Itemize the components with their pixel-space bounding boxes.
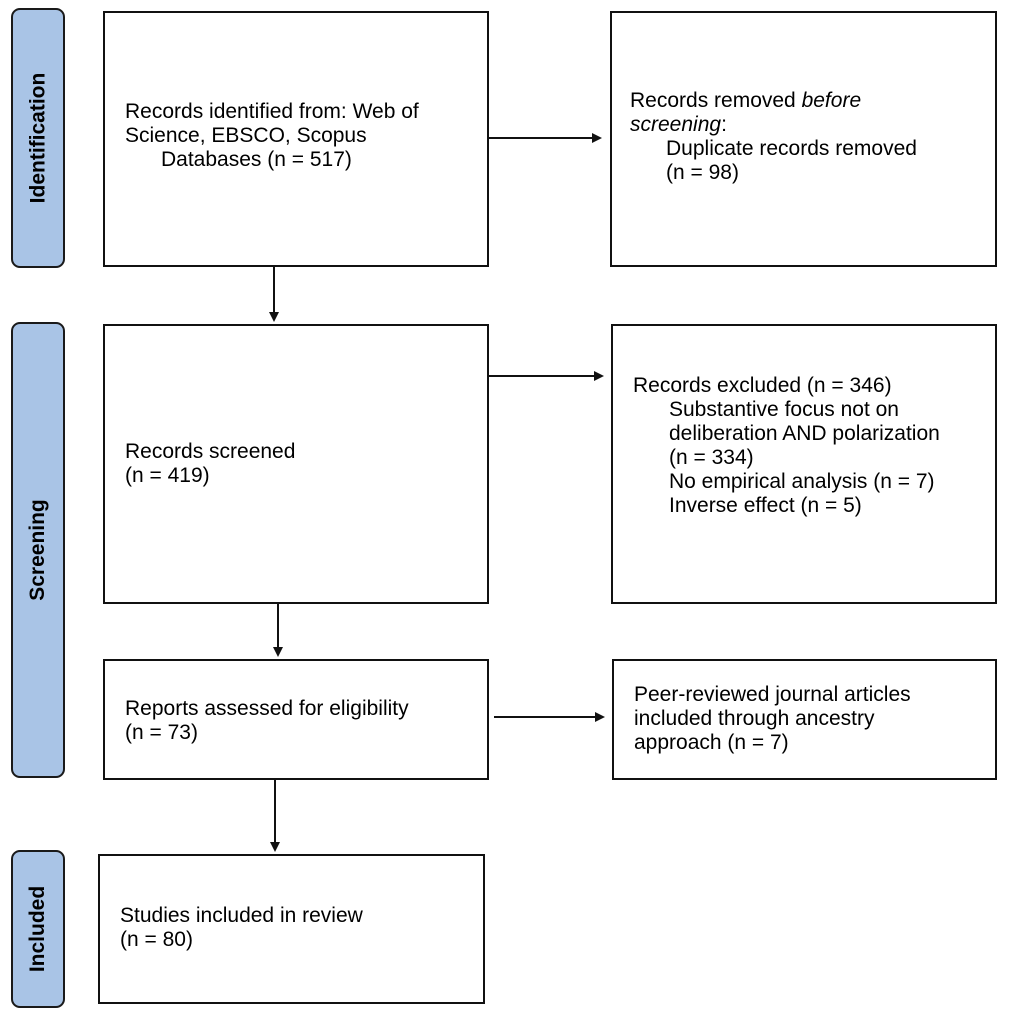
eligibility-count: (n = 73) xyxy=(125,721,198,744)
studies-included-label: Studies included in review xyxy=(120,904,363,927)
records-removed-colon: : xyxy=(721,113,727,136)
records-removed-screening: screening xyxy=(630,113,722,136)
records-identified-line2: Science, EBSCO, Scopus xyxy=(125,124,367,147)
records-identified-line1: Records identified from: Web of xyxy=(125,100,419,123)
excluded-reason-focus-cont: deliberation AND polarization xyxy=(669,422,940,445)
eligibility-label: Reports assessed for eligibility xyxy=(125,697,409,720)
duplicate-records-count: (n = 98) xyxy=(666,161,739,184)
records-identified-line3: Databases (n = 517) xyxy=(161,148,352,171)
excluded-reason-empirical: No empirical analysis (n = 7) xyxy=(669,470,935,493)
records-screened-count: (n = 419) xyxy=(125,464,210,487)
duplicate-records-label: Duplicate records removed xyxy=(666,137,917,160)
records-identified-box: Records identified from: Web of Science,… xyxy=(103,11,489,267)
ancestry-line3: approach (n = 7) xyxy=(634,731,789,754)
records-removed-box: Records removed before screening: Duplic… xyxy=(610,11,997,267)
records-screened-label: Records screened xyxy=(125,440,296,463)
ancestry-line2: included through ancestry xyxy=(634,707,875,730)
ancestry-box: Peer-reviewed journal articles included … xyxy=(612,659,997,780)
phase-identification: Identification xyxy=(11,8,65,268)
excluded-reason-inverse: Inverse effect (n = 5) xyxy=(669,494,862,517)
studies-included-box: Studies included in review (n = 80) xyxy=(98,854,485,1004)
excluded-reason-focus: Substantive focus not on xyxy=(669,398,899,421)
records-excluded-label: Records excluded (n = 346) xyxy=(633,374,892,397)
records-removed-line1: Records removed before xyxy=(630,89,995,113)
records-screened-box: Records screened (n = 419) xyxy=(103,324,489,604)
records-removed-before: before xyxy=(801,89,862,112)
records-removed-line2: screening: xyxy=(630,113,995,137)
records-excluded-box: Records excluded (n = 346) Substantive f… xyxy=(611,324,997,604)
phase-screening: Screening xyxy=(11,322,65,778)
excluded-reason-focus-count: (n = 334) xyxy=(669,446,754,469)
records-removed-text: Records removed xyxy=(630,89,802,112)
phase-included: Included xyxy=(11,850,65,1008)
eligibility-box: Reports assessed for eligibility (n = 73… xyxy=(103,659,489,780)
studies-included-count: (n = 80) xyxy=(120,928,193,951)
ancestry-line1: Peer-reviewed journal articles xyxy=(634,683,911,706)
